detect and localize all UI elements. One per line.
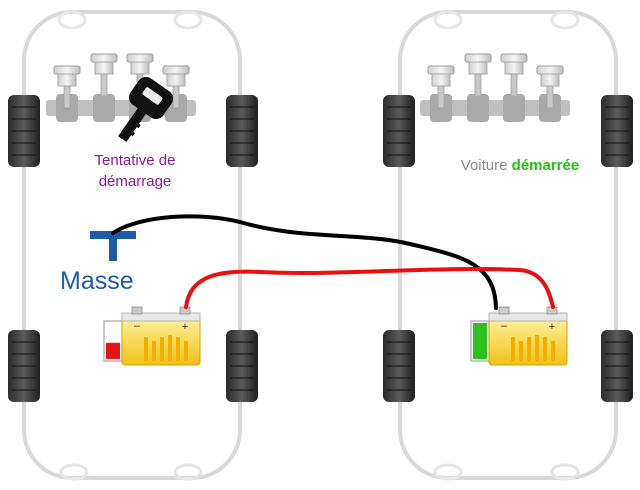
engine-pistons-icon [420,54,570,122]
ground-symbol-icon [90,231,136,261]
right-car-taillight-right [550,463,580,481]
left-car-taillight-right [173,463,203,481]
right-battery-charge-level [473,323,487,359]
right-car [382,10,634,481]
battery-icon [121,306,201,366]
engine-pistons-icon [46,54,196,122]
right-caption-prefix: Voiture [460,157,508,174]
right-car-headlight-right [550,10,580,30]
tire-icon [225,94,259,168]
right-caption-strong: démarrée [511,157,580,174]
tire-icon [600,94,634,168]
left-battery [103,306,201,366]
battery-icon [488,306,568,366]
right-car-headlight-left [433,10,463,30]
tire-icon [7,94,41,168]
left-car-headlight-right [173,10,203,30]
tire-icon [7,329,41,403]
positive-cable [184,267,555,309]
right-car-taillight-left [433,463,463,481]
right-battery [470,306,568,366]
ground-cable [111,214,498,310]
ground-label: Masse [60,267,134,295]
tire-icon [382,329,416,403]
left-battery-charge-level [106,342,120,359]
ignition-key-icon [118,76,174,142]
left-car-body [22,10,242,480]
right-car-body [398,10,618,480]
tire-icon [225,329,259,403]
tire-icon [382,94,416,168]
left-caption-line-1: Tentative de [94,152,176,169]
tire-icon [600,329,634,403]
left-car-taillight-left [59,463,89,481]
left-car [7,10,259,481]
left-caption-line-2: démarrage [98,173,172,190]
right-car-caption: Voiture démarrée [440,157,600,174]
left-car-caption: Tentative de démarrage [74,150,196,192]
left-car-headlight-left [57,10,87,30]
